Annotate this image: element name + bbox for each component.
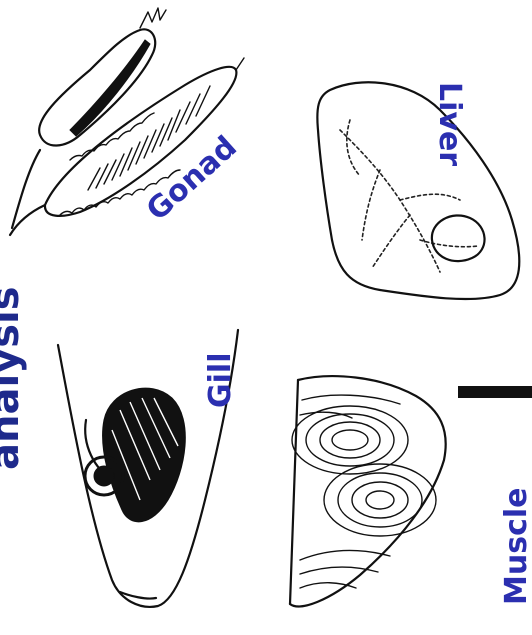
right-edge-bar (458, 386, 532, 398)
liver-drawing (317, 82, 519, 299)
gill-label: Gill (203, 353, 238, 408)
muscle-label: Muscle (499, 488, 532, 605)
muscle-drawing (290, 376, 446, 606)
liver-label: Liver (432, 82, 467, 166)
side-title-label: analysis (0, 286, 28, 470)
gonad-drawing (10, 8, 244, 235)
